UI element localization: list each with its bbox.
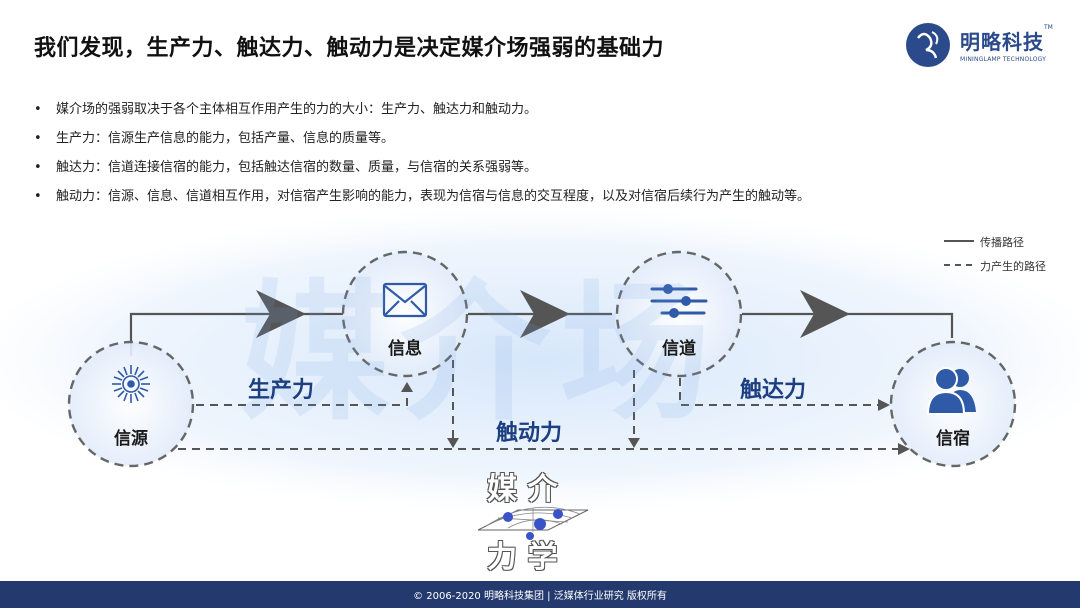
bullet-text: 生产力：信源生产信息的能力，包括产量、信息的质量等。 (56, 131, 395, 146)
force-paths (178, 360, 900, 450)
legend-solid-label: 传播路径 (980, 236, 1024, 249)
bullet-item: • 媒介场的强弱取决于各个主体相互作用产生的力的大小：生产力、触达力和触动力。 (34, 100, 810, 129)
envelope-icon (382, 282, 428, 318)
bullet-text: 触达力：信道连接信宿的能力，包括触达信宿的数量、质量，与信宿的关系强弱等。 (56, 160, 538, 175)
field-glow (0, 210, 1080, 510)
arrow-head (800, 290, 850, 338)
mechanics-illustration (477, 506, 589, 540)
bullet-dot: • (34, 102, 42, 117)
node-label-receiver: 信宿 (936, 429, 970, 449)
logo-name: 明略科技 (960, 30, 1044, 54)
node-label-message: 信息 (388, 339, 422, 359)
propagation-arrows (256, 290, 850, 338)
bullet-dot: • (34, 160, 42, 175)
bullet-item: • 生产力：信源生产信息的能力，包括产量、信息的质量等。 (34, 129, 810, 158)
arrow-head (520, 290, 570, 338)
bullet-text: 触动力：信源、信息、信道相互作用，对信宿产生影响的能力，表现为信宿与信息的交互程… (56, 189, 811, 204)
logo-trademark: TM (1044, 24, 1053, 31)
node-label-channel: 信道 (662, 339, 696, 359)
footer-copyright: © 2006-2020 明略科技集团 | 泛媒体行业研究 版权所有 (413, 591, 667, 602)
force-arrows (401, 382, 910, 455)
sunburst-icon (112, 365, 150, 403)
node-source (67, 340, 195, 468)
arrow-head (898, 443, 910, 455)
arrow-head (256, 290, 306, 338)
company-logo: 明略科技 MININGLAMP TECHNOLOGY TM (904, 20, 1054, 70)
node-message (341, 250, 469, 378)
force-label-reach: 触达力 (740, 378, 807, 403)
arrow-head (878, 399, 890, 411)
mechanics-title-top: 媒 介 (487, 472, 558, 507)
logo-icon (906, 23, 950, 67)
field-watermark: 媒介场 (240, 267, 721, 441)
force-label-production: 生产力 (248, 378, 315, 403)
arrow-head (447, 438, 459, 448)
logo-subtitle: MININGLAMP TECHNOLOGY (960, 56, 1047, 63)
node-label-source: 信源 (114, 429, 148, 449)
footer-bar: © 2006-2020 明略科技集团 | 泛媒体行业研究 版权所有 (0, 581, 1080, 608)
bullet-text: 媒介场的强弱取决于各个主体相互作用产生的力的大小：生产力、触达力和触动力。 (56, 102, 538, 117)
arrow-head (401, 382, 413, 392)
legend (944, 240, 974, 266)
bullet-item: • 触达力：信道连接信宿的能力，包括触达信宿的数量、质量，与信宿的关系强弱等。 (34, 158, 810, 187)
bullet-dot: • (34, 189, 42, 204)
legend-dashed-label: 力产生的路径 (980, 260, 1046, 273)
arrow-head (628, 438, 640, 448)
users-icon (926, 367, 976, 415)
force-label-touch: 触动力 (496, 421, 563, 446)
page-title: 我们发现，生产力、触达力、触动力是决定媒介场强弱的基础力 (34, 36, 665, 61)
bullet-item: • 触动力：信源、信息、信道相互作用，对信宿产生影响的能力，表现为信宿与信息的交互… (34, 187, 810, 216)
mechanics-title-bottom: 力 学 (487, 540, 558, 575)
bullet-dot: • (34, 131, 42, 146)
bullet-list: • 媒介场的强弱取决于各个主体相互作用产生的力的大小：生产力、触达力和触动力。 •… (34, 100, 810, 216)
channel-sliders-icon (650, 284, 708, 318)
